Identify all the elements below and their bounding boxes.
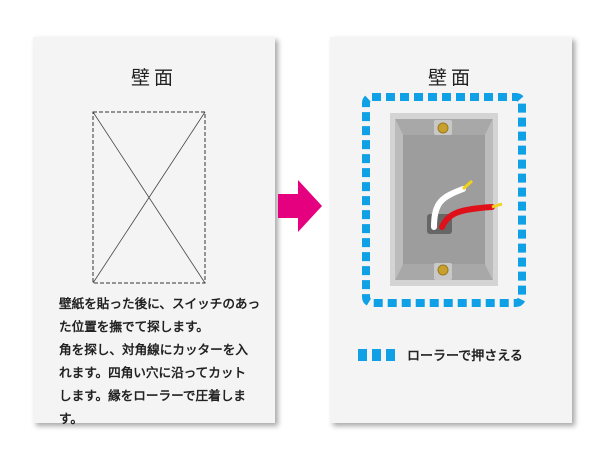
legend: ローラーで押さえる xyxy=(358,345,523,364)
right-panel-title: 壁面 xyxy=(427,67,474,89)
instruction-text: 壁紙を貼った後に、スイッチのあっ た位置を撫でて探します。 角を探し、対角線にカ… xyxy=(59,292,274,430)
cut-guide-diagram xyxy=(92,111,206,284)
left-panel-before: 壁面 壁紙を貼った後に、スイッチのあっ た位置を撫でて探します。 角を探し、対角… xyxy=(33,37,275,426)
roller-press-area xyxy=(362,93,526,307)
switch-box-diagram xyxy=(362,93,526,307)
roller-dash-legend-swatch xyxy=(358,348,395,361)
white-wire xyxy=(431,186,466,230)
screw-bottom xyxy=(437,264,449,276)
left-panel-title: 壁面 xyxy=(130,67,177,89)
instruction-line: 角を探し、対角線にカッターを入 xyxy=(59,342,248,357)
instruction-line: す。 xyxy=(59,411,83,426)
right-arrow-icon xyxy=(278,180,322,232)
right-panel-after: 壁面 ローラーで押さえる xyxy=(330,37,572,423)
instruction-line: 壁紙を貼った後に、スイッチのあっ xyxy=(59,296,261,311)
instruction-line: します。縁をローラーで圧着しま xyxy=(59,388,246,403)
switch-outline-dashed xyxy=(92,111,206,284)
legend-label: ローラーで押さえる xyxy=(407,349,523,364)
red-wire xyxy=(439,204,495,230)
diagonal-cut-line-2 xyxy=(92,111,206,284)
instruction-line: た位置を撫でて探します。 xyxy=(59,319,209,334)
screw-top xyxy=(437,122,449,134)
instruction-line: れます。四角い穴に沿ってカット xyxy=(59,365,247,380)
